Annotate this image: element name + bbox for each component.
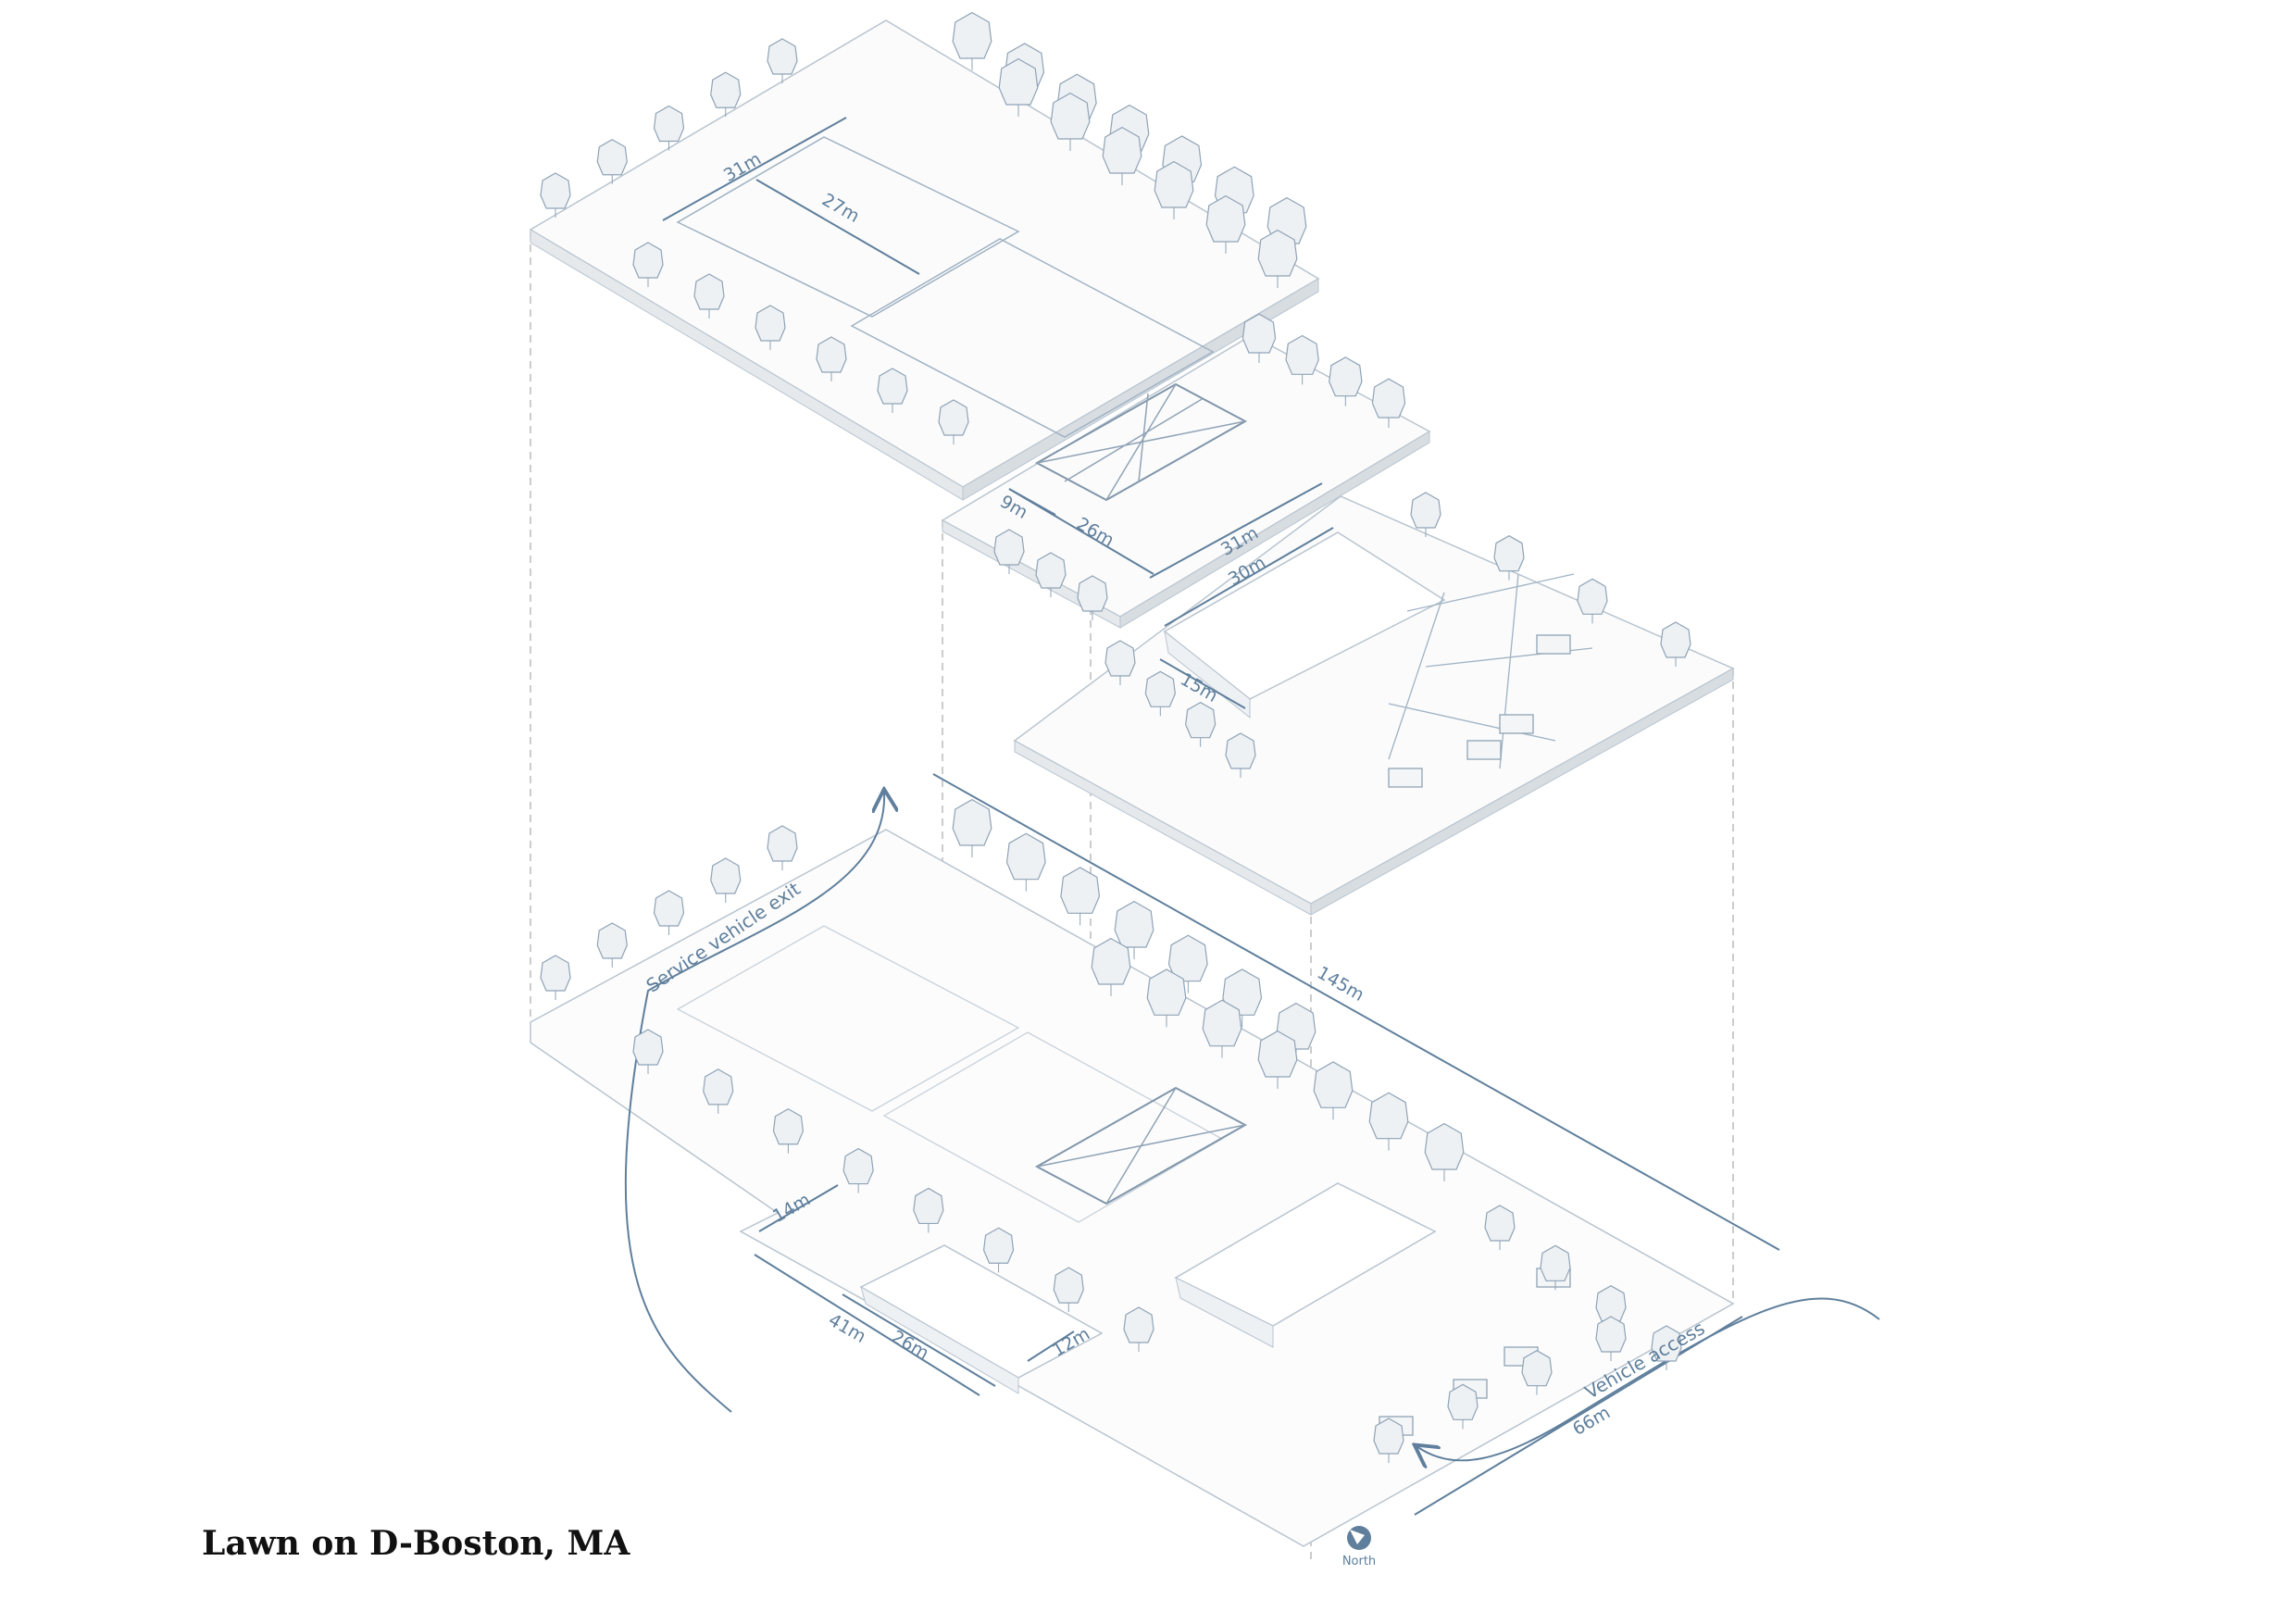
tree-icon [1144,670,1176,717]
tree-icon [1005,832,1046,892]
tree-group [540,11,1691,1463]
tree-icon [877,368,908,413]
tree-icon [1521,1349,1553,1395]
tree-icon [1329,356,1363,406]
tree-icon [993,529,1025,574]
tree-icon [540,172,571,218]
tree-icon [1447,1383,1479,1430]
north-arrow: North [1342,1526,1376,1568]
tree-icon [710,857,742,903]
tree-icon [1060,867,1101,926]
tree-icon [653,890,685,935]
tree-icon [842,1147,874,1193]
tree-icon [1257,229,1298,288]
tree-icon [1595,1316,1627,1361]
tree-icon [596,922,628,968]
tree-icon [632,1029,664,1074]
tree-icon [1202,999,1242,1058]
tree-icon [767,825,798,870]
tree-icon [816,336,847,381]
tree-icon [1154,160,1194,219]
tree-icon [1484,1205,1516,1250]
tree-icon [767,38,798,83]
tree-icon [1257,1030,1298,1089]
tree-icon [998,57,1039,117]
tree-icon [540,955,571,1000]
north-label: North [1342,1555,1376,1568]
tree-icon [1104,640,1136,685]
tree-icon [772,1108,805,1154]
tree-icon [1077,575,1108,620]
tree-icon [1540,1244,1571,1291]
tree-icon [1651,1325,1682,1370]
diagram-title: Lawn on D-Boston, MA [202,1524,630,1563]
tree-icon [952,798,992,857]
tree-icon [1660,621,1691,667]
tree-icon [1222,968,1263,1028]
tree-icon [1313,1061,1354,1120]
tree-icon [755,305,786,350]
tree-icon [1373,1418,1404,1463]
tree-icon [1371,378,1406,428]
tree-icon [703,1068,734,1114]
tree-icon [913,1187,944,1233]
layer-pavilion [1013,495,1735,916]
tree-icon [938,399,969,444]
tree-icon [1410,492,1441,537]
dim-entry-length: 41m [825,1310,869,1347]
tree-icon [1368,1092,1409,1151]
tree-icon [653,105,685,151]
tree-icon [632,242,664,287]
dim-site-length: 145m [1314,963,1367,1006]
tree-icon [1053,1267,1084,1313]
tree-icon [1114,900,1154,959]
tree-icon [1167,934,1208,993]
tree-icon [952,11,992,70]
tree-icon [1424,1122,1465,1181]
tree-icon [1185,701,1217,747]
tree-icon [693,273,725,319]
tree-icon [710,71,742,118]
tree-icon [1225,732,1256,778]
tree-icon [1035,552,1067,597]
layer-lawn [529,19,1320,501]
tree-icon [1102,126,1142,185]
tree-icon [1091,937,1131,996]
tree-icon [596,139,628,184]
tree-icon [1146,968,1187,1028]
tree-icon [1493,534,1525,581]
tree-icon [1050,92,1091,151]
tree-icon [1123,1306,1154,1352]
layer-canopy [941,334,1431,629]
tree-icon [982,1227,1015,1273]
tree-icon [1285,334,1319,385]
tree-icon [1205,194,1246,254]
tree-icon [1242,313,1277,363]
tree-icon [1577,578,1608,624]
